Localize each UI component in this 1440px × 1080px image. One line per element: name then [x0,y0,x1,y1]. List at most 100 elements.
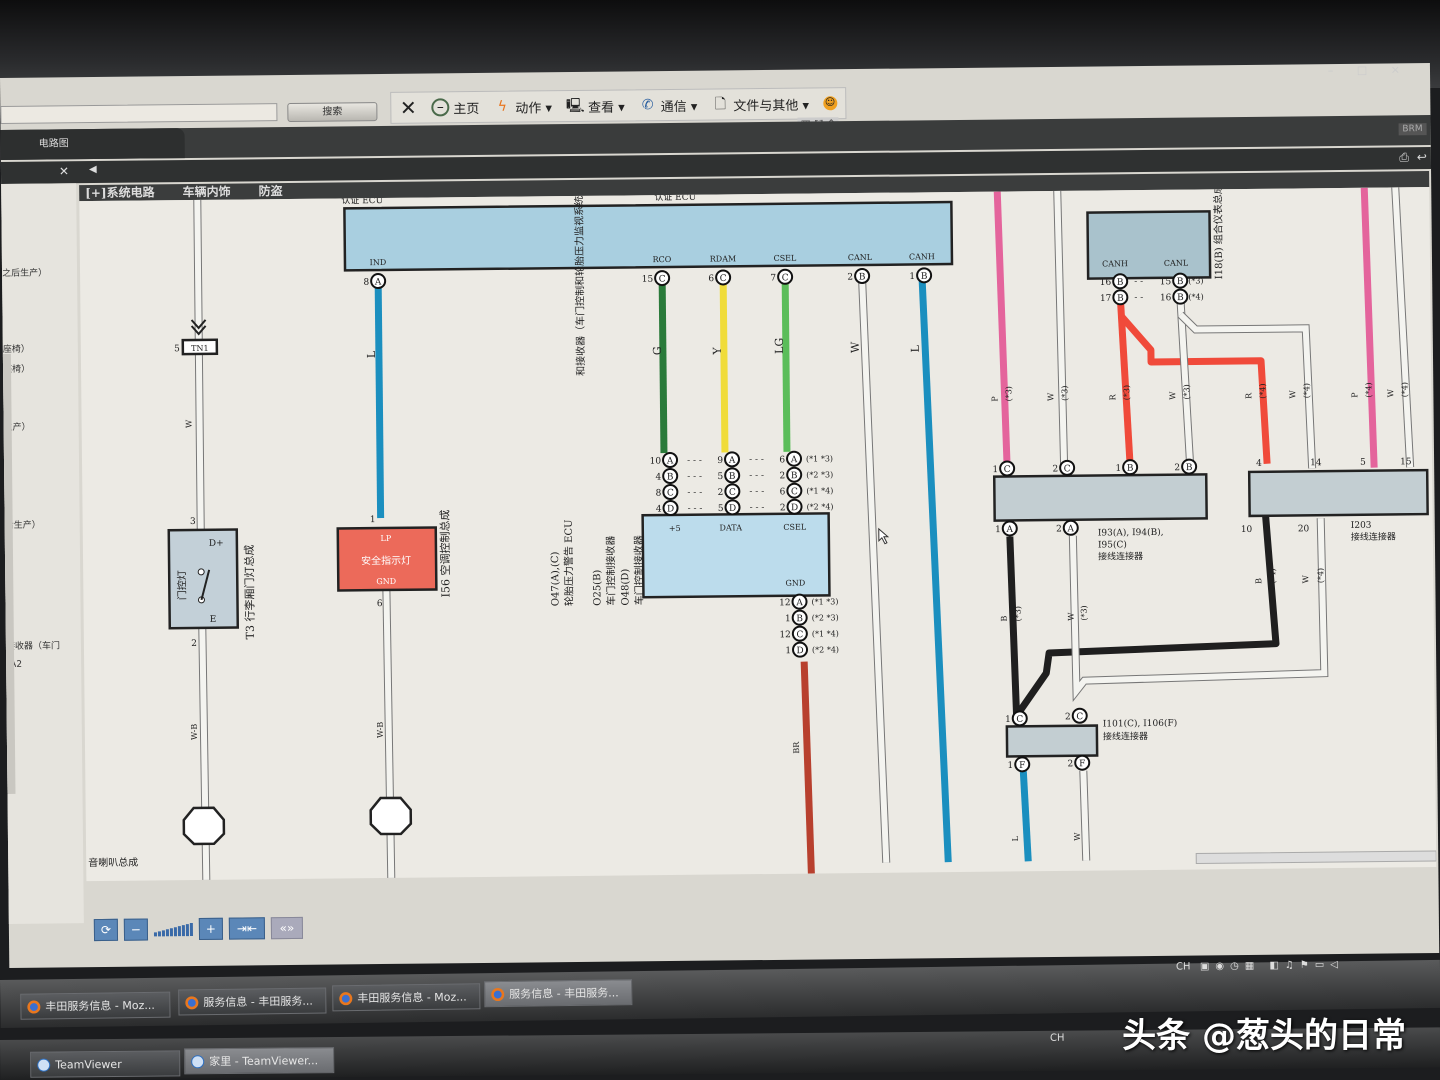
pin-alt-dash: - - - [687,456,702,466]
pin-alt-dash: - - - [749,455,764,465]
smiley-icon: ☺ [822,96,838,111]
lightning-icon: ϟ [497,98,508,115]
receiver-caption: O48(D) [620,569,631,606]
diagram-controls: ⟳ − + ⇥⇤ «» [93,916,304,942]
sidebar-item[interactable]: 之后生产） [2,268,48,279]
meter-canh-pin [1112,273,1129,290]
wire-code: W-B [376,722,385,738]
toolbar-files[interactable]: 🗋文件与其他 ▾ [711,94,809,114]
jc3-top-pin-letter: C [1076,712,1083,722]
taskbar-item[interactable]: TeamViewer [30,1050,181,1078]
wire-code: W [849,341,862,353]
toolbar-communication[interactable]: ✆通信 ▾ [639,95,698,115]
language-indicator[interactable]: CH [1175,961,1191,973]
sidebar: 之后生产） 座椅） 座椅） 生产） 后生产） 接收器（车门 A2 [1,183,84,924]
receiver-caption: 和接收器（车门控制和轮胎压力监视系统接收器总成） [572,187,588,376]
receiver-caption: O47(A),(C) [550,551,562,606]
meter-canh-pin-number: 17 [1100,294,1112,304]
wire-canl-meter [1177,297,1194,465]
collapse-left-icon[interactable]: ◀ [88,163,97,176]
receiver-data-pin-number: 2 [718,488,724,498]
taskbar-item[interactable]: 服务信息 - 丰田服务... [178,987,327,1016]
search-button[interactable]: 搜索 [287,102,378,122]
wire-code: LG [773,338,786,354]
toolbar-close[interactable]: ✕ [399,95,417,120]
files-label: 文件与其他 ▾ [733,98,810,114]
ecu-canl-pin-number: 2 [847,273,853,283]
receiver-csel-pin-letter: C [791,487,798,497]
wire-code: W [1386,388,1395,397]
lamp-pin-number: 6 [377,599,383,609]
ecu-canh-pin [916,267,933,284]
toolbar-view[interactable]: 🖳查看 ▾ [566,96,625,116]
taskbar-item-active[interactable]: 服务信息 - 丰田服务... [484,979,633,1008]
receiver-data-pin-number: 5 [717,472,723,482]
firefox-icon [491,987,505,1002]
door-switch-name: 门控灯 [175,570,188,600]
zoom-in-button[interactable]: + [198,917,224,940]
pin-variant-note: (*2 *4) [812,645,839,654]
receiver-data-pin-number: 5 [718,504,724,514]
brm-badge[interactable]: BRM [1398,123,1427,136]
receiver-csel-pin [786,482,803,499]
close-panel-icon[interactable]: ✕ [58,164,70,179]
taskbar-item[interactable]: 丰田服务信息 - Moz... [332,983,481,1012]
breadcrumb-interior[interactable]: 车辆内饰 [182,184,231,200]
tn1-pin-number: 5 [174,344,180,354]
close-icon: ✕ [399,95,417,120]
wire-rco [658,283,668,454]
tab-wiring-diagram[interactable]: 电路图 [0,128,185,160]
search-input[interactable] [0,103,278,124]
breadcrumb-antitheft[interactable]: 防盗 [258,184,283,199]
receiver-plus5-pin [662,468,679,485]
meter-caption: I18(B) 组合仪表总成 [1211,187,1225,279]
toolbar-smiley[interactable]: ☺ [822,96,838,111]
fit-button[interactable]: ⇥⇤ [228,917,266,940]
firefox-icon [339,992,353,1006]
pin-variant-note: (*1 *4) [806,486,833,495]
zoom-slider[interactable] [153,922,193,937]
receiver-gnd-pin [791,593,808,610]
wire-variant-note: (*4) [1302,383,1311,398]
back-icon[interactable]: ↩ [1416,150,1427,165]
breadcrumb-system[interactable]: [+]系统电路 [85,185,155,201]
wire-w2 [1392,187,1414,468]
jc1-top-pin-letter: C [1064,464,1071,474]
jc3-bottom-pin-number: 1 [1007,761,1013,771]
taskbar-item-active[interactable]: 家里 - TeamViewer... [184,1047,335,1075]
meter-canl-pin-number: 15 [1160,277,1172,287]
language-indicator[interactable]: CH [1049,1032,1065,1044]
receiver-plus5-pin-letter: C [667,488,674,498]
receiver-data-pin-letter: B [729,472,736,482]
receiver-csel-pin-number: 6 [780,487,786,497]
horizontal-scrollbar[interactable] [1195,850,1437,865]
jc3-top-pin-letter: C [1016,715,1023,725]
receiver-gnd-pin [791,625,808,642]
receiver-csel-pin-letter: B [791,471,798,481]
jc3-caption: I101(C), I106(F) [1103,718,1177,730]
door-switch-box [167,528,240,630]
refresh-button[interactable]: ⟳ [93,918,119,942]
page-nav-button[interactable]: «» [270,916,304,940]
ecu-ind-pin [370,273,387,290]
pin-alt-dash: - - - [687,472,702,482]
receiver-plus5-pin-letter: A [666,456,674,466]
mouse-cursor-icon [878,527,890,545]
ecu-csel-pin [777,268,794,285]
jc1-top-pin-number: 1 [1115,464,1121,474]
jc1-top-pin-letter: C [1004,465,1011,475]
jc1-bottom-pin [1062,519,1079,536]
pin-alt-dash: - - - [687,488,702,498]
jc1-top-pin-number: 2 [1174,463,1180,473]
receiver-csel-pin-letter: D [791,503,798,513]
system-tray-icons[interactable]: ▣◉◷▦ ◧♫⚑▭◁ [1199,959,1345,973]
window-controls[interactable]: – □ × [1327,63,1411,78]
zoom-out-button[interactable]: − [123,918,149,941]
teamviewer-icon [191,1055,205,1069]
print-icon[interactable]: ⎙ [1399,150,1409,165]
toolbar-home[interactable]: –主页 [431,97,479,117]
taskbar-item[interactable]: 丰田服务信息 - Moz... [20,991,171,1020]
